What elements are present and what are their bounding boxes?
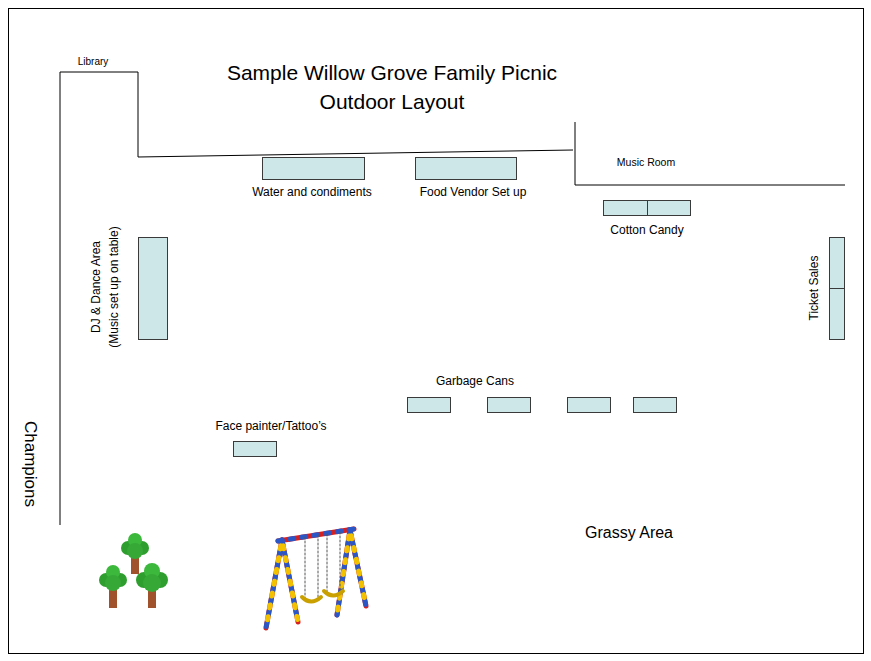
frame-border [9,9,864,654]
table-shape [487,397,531,413]
area-label: DJ & Dance Area [90,241,104,333]
tree [136,563,168,608]
tree [99,565,127,608]
booth-area: Ticket Sales [829,237,845,340]
table-shape [633,397,677,413]
place-label: Library [78,56,109,68]
table-shape [138,237,168,340]
table-shape [262,157,365,180]
area-label: Garbage Cans [436,375,514,389]
booth-area: Cotton Candy [603,200,691,216]
booth-area: Face painter/Tattoo’s [233,441,277,457]
booth-area: Garbage Cans [407,397,677,413]
table-shape [647,200,691,216]
booth-area: DJ & Dance Area(Music set up on table) [138,237,168,340]
area-label: Face painter/Tattoo’s [215,420,326,434]
table-shape [415,157,517,180]
trees [99,533,168,608]
area-label: (Music set up on table) [108,226,122,347]
swing-set [266,529,366,628]
booth-area: Food Vendor Set up [415,157,517,180]
place-label: Grassy Area [585,524,673,542]
area-label: Water and condiments [252,186,372,200]
booth-area: Water and condiments [262,157,365,180]
area-label: Cotton Candy [610,224,683,238]
place-label: Music Room [617,156,675,168]
place-label: Champions [20,421,40,507]
area-label: Ticket Sales [808,256,822,321]
music-room-wall [575,122,845,185]
area-label: Food Vendor Set up [420,186,527,200]
table-shape [567,397,611,413]
table-shape [233,441,277,457]
table-shape [829,288,845,340]
table-shape [829,237,845,289]
library-wall [60,72,573,525]
table-shape [603,200,648,216]
table-shape [407,397,451,413]
page-title: Sample Willow Grove Family Picnic Outdoo… [192,58,592,117]
